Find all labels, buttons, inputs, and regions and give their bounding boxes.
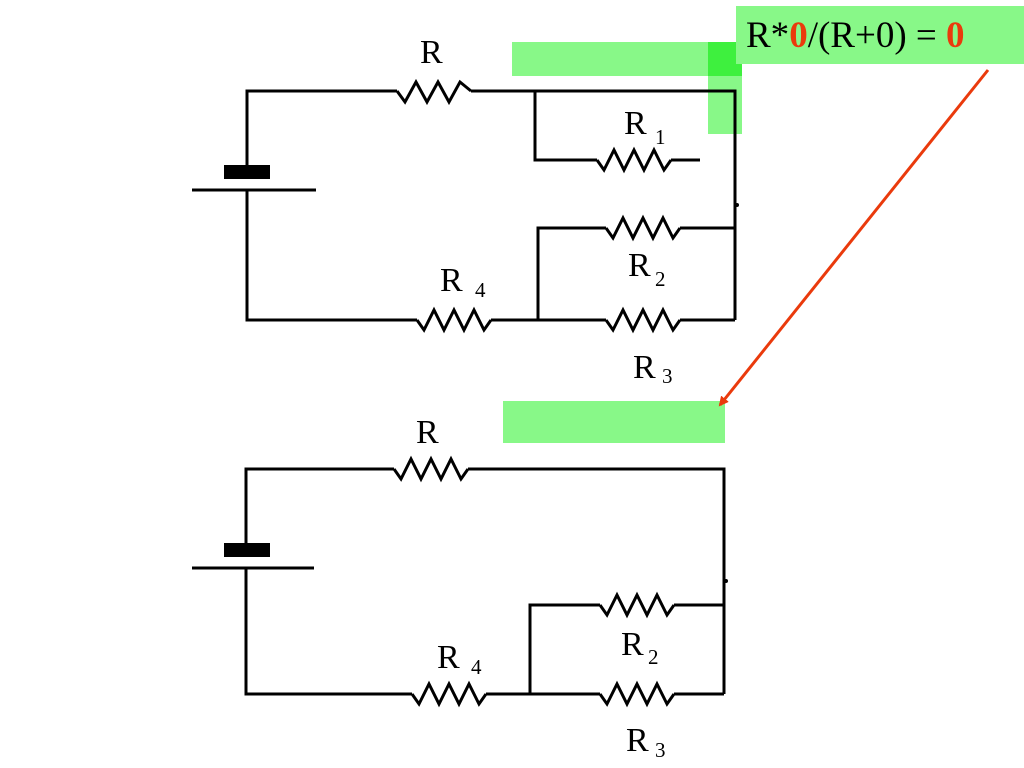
formula-text: R*0/(R+0) = 0 [746,10,965,62]
top-label-r2-sub: 2 [655,267,666,291]
bottom-label-r2: R [621,626,644,663]
top-resistor-r4 [415,306,493,334]
bottom-label-r2-sub: 2 [648,645,659,669]
formula-prefix: R* [746,15,790,56]
top-resistor-r3 [604,306,682,334]
top-label-r1-sub: 1 [655,125,666,149]
top-label-r4-sub: 4 [475,278,486,302]
top-circuit [192,78,739,334]
formula-zero-1: 0 [789,15,808,56]
bottom-label-r3-sub: 3 [655,738,666,762]
top-battery [192,165,316,192]
bottom-resistor-r2 [598,591,676,619]
bottom-label-r: R [416,414,439,451]
top-label-r3: R [633,349,656,386]
top-resistor-r [395,78,472,106]
bottom-circuit [192,455,728,708]
bottom-label-r4-sub: 4 [471,655,482,679]
top-resistor-r2 [604,214,682,242]
top-label-r: R [420,34,443,71]
bottom-label-r4: R [437,639,460,676]
bottom-resistor-r4 [410,680,488,708]
explanation-arrow [718,69,990,407]
top-resistor-r1 [595,146,673,174]
top-label-r3-sub: 3 [662,364,673,388]
top-label-r1: R [624,105,647,142]
formula-middle: /(R+0) = [807,15,947,56]
bottom-label-r3: R [626,722,649,759]
formula-zero-2: 0 [946,15,965,56]
bottom-short-highlight [503,401,725,443]
top-label-r2: R [628,247,651,284]
top-label-r4: R [440,262,463,299]
bottom-resistor-r3 [598,680,676,708]
bottom-battery [192,543,314,570]
bottom-resistor-r [392,455,470,483]
formula-box [736,6,1024,64]
